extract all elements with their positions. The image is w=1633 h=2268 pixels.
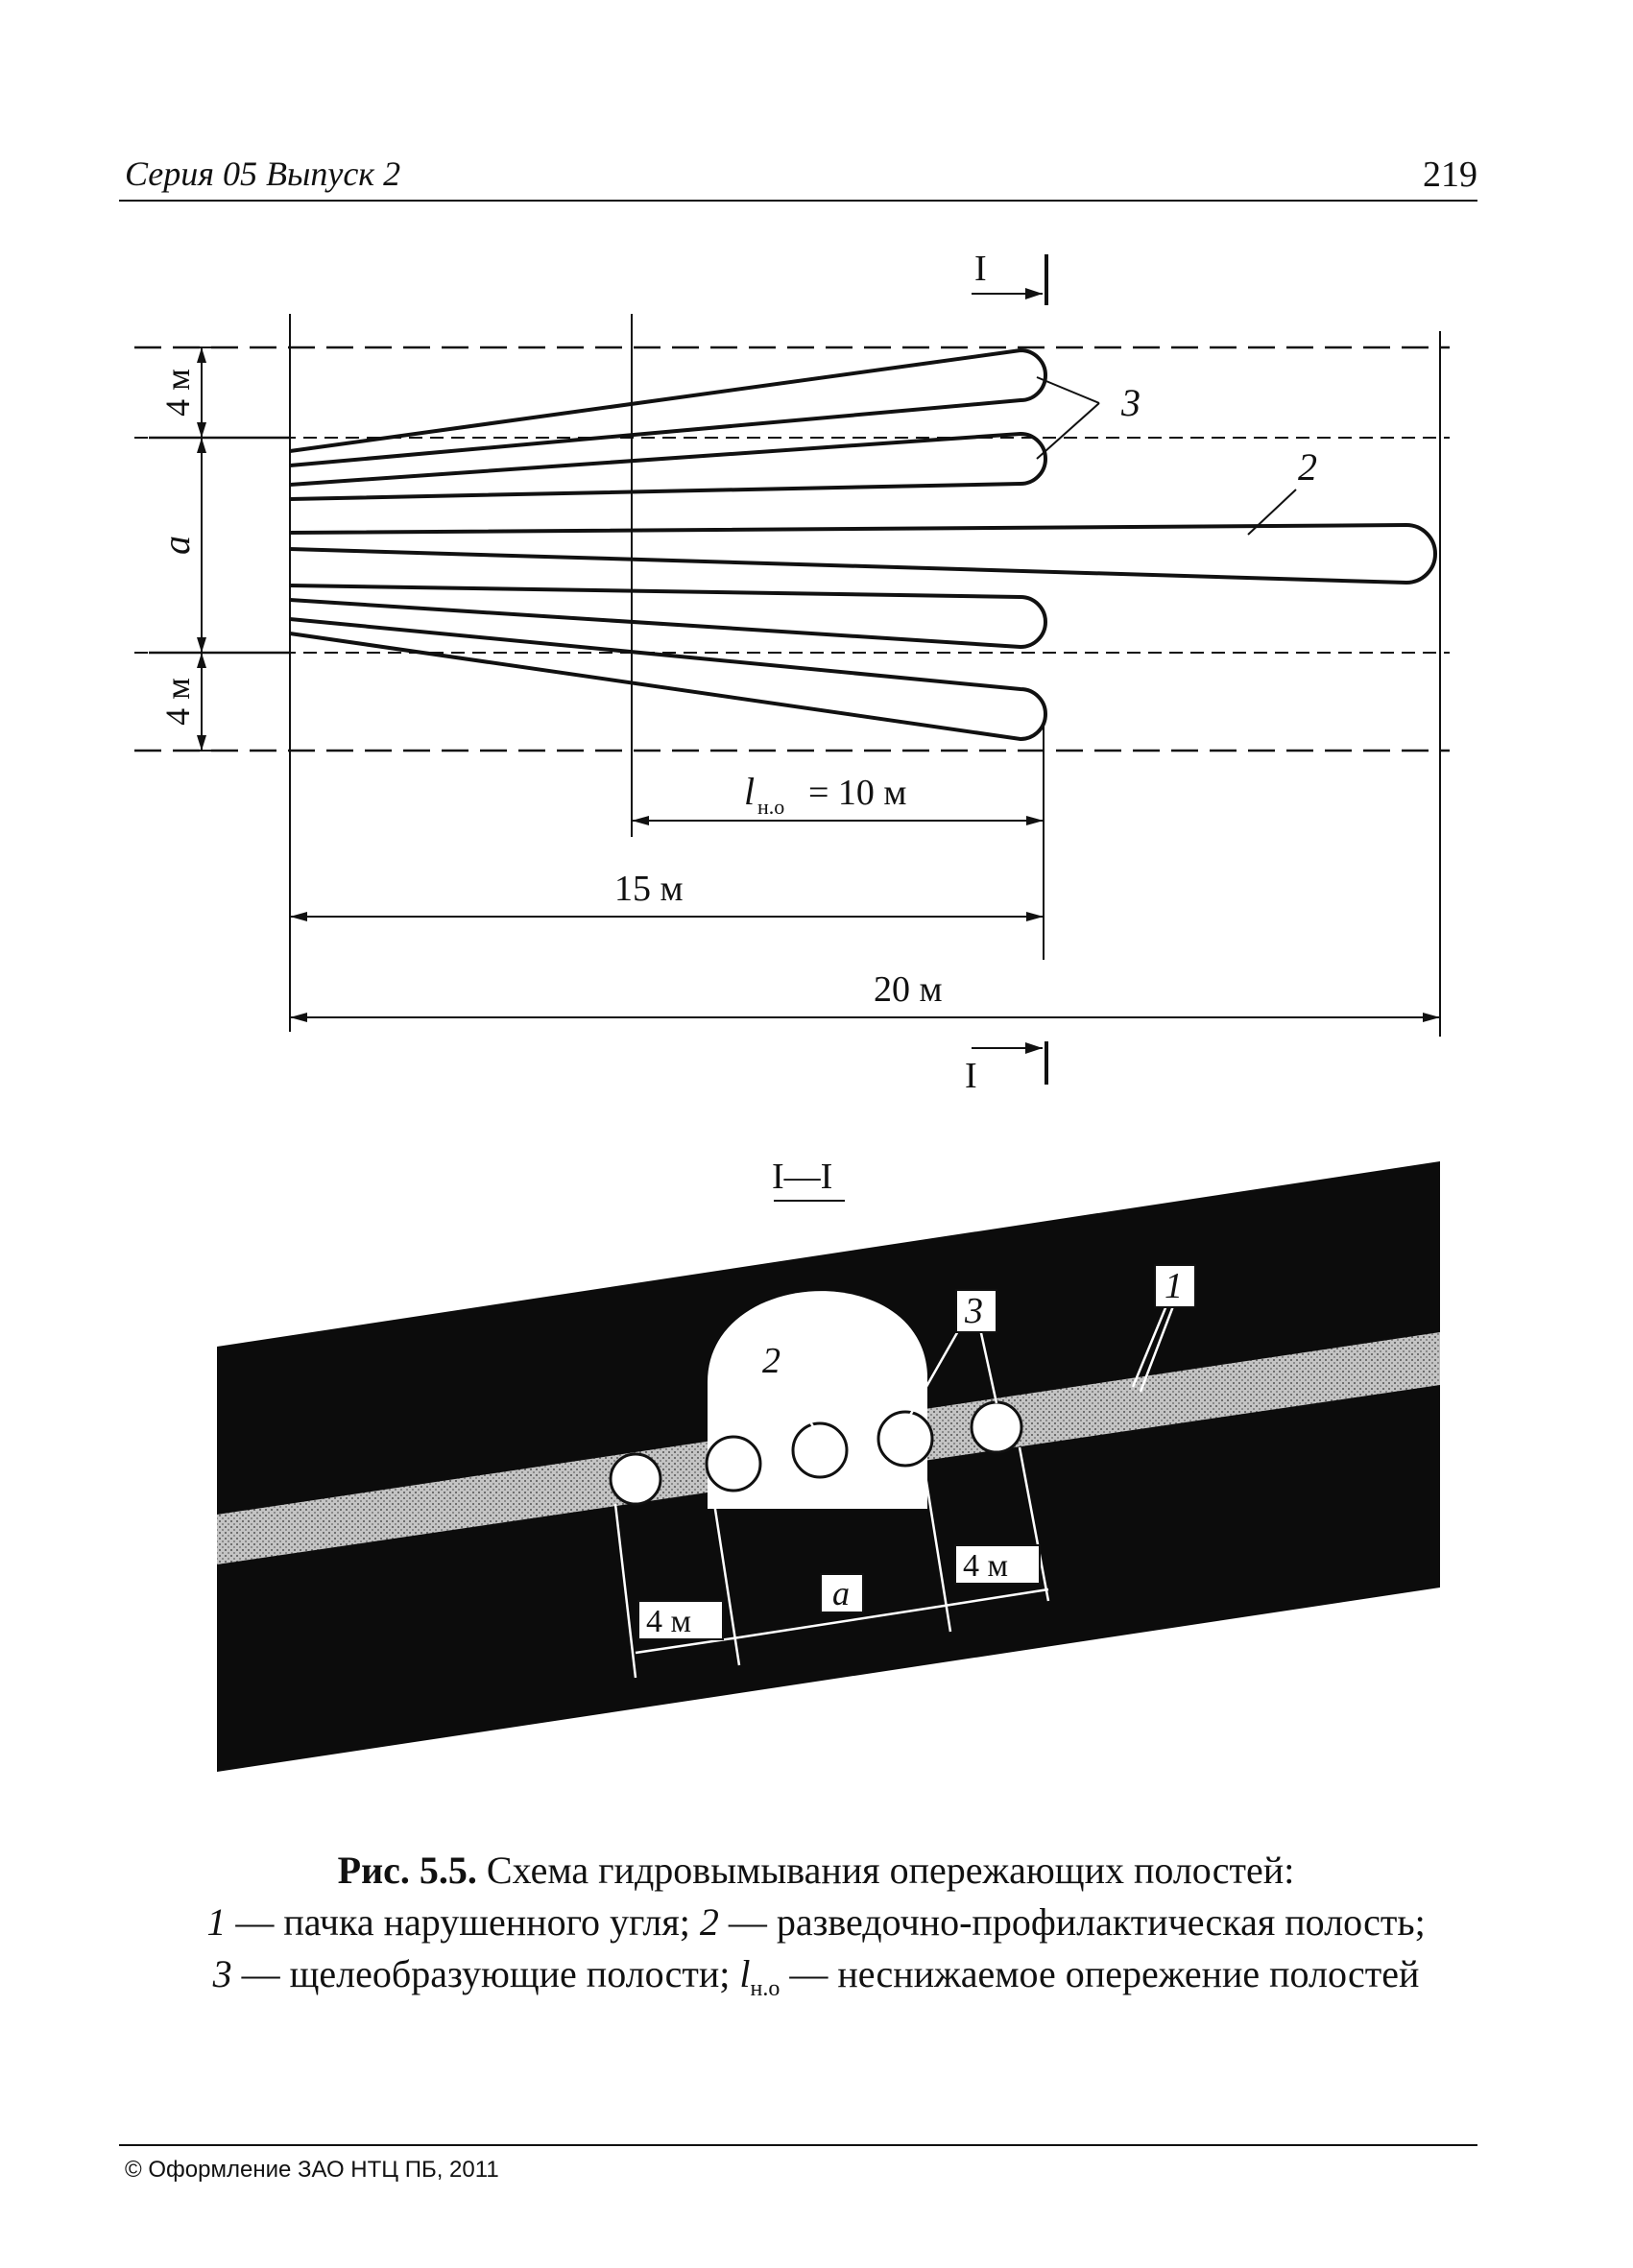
ext-line bbox=[710, 1490, 741, 1666]
arrow-head bbox=[197, 422, 206, 438]
section-view bbox=[217, 1161, 1440, 1772]
legend-1-number: 1 bbox=[206, 1900, 227, 1944]
callout-3-section: 3 bbox=[964, 1291, 983, 1331]
label-4m-bottom: 4 м bbox=[158, 678, 197, 726]
section-label-bottom: I bbox=[965, 1056, 977, 1096]
footer-rule bbox=[119, 2144, 1477, 2146]
caption-line-3: 3 — щелеобразующие полости; lн.о — несни… bbox=[58, 1948, 1574, 2015]
series-header: Серия 05 Выпуск 2 bbox=[125, 155, 401, 193]
label-a: a bbox=[155, 536, 198, 555]
cavity-circle bbox=[877, 1410, 934, 1468]
legend-1-text: — пачка нарушенного угля; bbox=[226, 1900, 700, 1944]
dim-line-4m-right bbox=[949, 1588, 1049, 1607]
section-title: I—I bbox=[772, 1157, 832, 1197]
section-label-top: I bbox=[974, 249, 987, 289]
label-4m-left-section: 4 м bbox=[646, 1604, 691, 1639]
slot-cavity-2 bbox=[289, 431, 1047, 501]
callout-3: 3 bbox=[1120, 381, 1141, 424]
heading-working bbox=[708, 1291, 927, 1509]
arrow-head bbox=[197, 438, 206, 453]
dim-20m-label: 20 м bbox=[874, 969, 943, 1010]
ext-line bbox=[922, 1463, 952, 1633]
cavity-circle bbox=[791, 1421, 849, 1479]
ext-line bbox=[1018, 1446, 1050, 1602]
header-rule bbox=[119, 200, 1477, 202]
cavity-circle bbox=[705, 1435, 762, 1492]
cavity-circle bbox=[609, 1452, 662, 1506]
legend-2-text: — разведочно-профилактическая полость; bbox=[718, 1900, 1426, 1944]
dim-lno-subscript: н.о bbox=[757, 795, 784, 819]
legend-lno-symbol: l bbox=[739, 1952, 751, 1995]
page-number: 219 bbox=[1423, 155, 1477, 195]
arrow-head bbox=[1025, 1042, 1043, 1054]
arrow-head bbox=[197, 347, 206, 363]
caption-title: Схема гидровымывания опережающих полосте… bbox=[476, 1849, 1295, 1892]
arrow-head bbox=[1423, 1013, 1440, 1022]
label-box-a bbox=[820, 1573, 864, 1613]
slot-cavity-1 bbox=[289, 347, 1047, 467]
leader-2-section bbox=[771, 1360, 816, 1429]
ext-line bbox=[613, 1503, 637, 1679]
legend-2-number: 2 bbox=[699, 1900, 719, 1944]
label-box-4m-left bbox=[637, 1600, 724, 1640]
arrow-head bbox=[1026, 816, 1044, 825]
callout-box-1 bbox=[1154, 1264, 1196, 1308]
dim-15m-label: 15 м bbox=[614, 869, 684, 909]
arrow-head bbox=[290, 912, 307, 921]
label-a-section: a bbox=[832, 1574, 850, 1612]
leader-3a bbox=[1036, 376, 1100, 404]
label-4m-top: 4 м bbox=[158, 369, 197, 417]
caption-line-1: Рис. 5.5. Схема гидровымывания опережающ… bbox=[58, 1845, 1574, 1897]
legend-lno-subscript: н.о bbox=[750, 1976, 780, 2001]
arrow-head bbox=[1025, 288, 1043, 299]
legend-3-text: — щелеобразующие полости; bbox=[231, 1952, 740, 1995]
dim-line-a bbox=[738, 1603, 951, 1639]
leader-1a bbox=[1131, 1298, 1171, 1388]
cavity-circle bbox=[970, 1400, 1023, 1454]
legend-lno-text: — неснижаемое опережение полостей bbox=[780, 1952, 1420, 1995]
dim-lno-symbol: l bbox=[744, 770, 755, 813]
dim-lno-value: = 10 м bbox=[808, 773, 906, 813]
arrow-head bbox=[632, 816, 649, 825]
label-box-4m-right bbox=[954, 1544, 1041, 1585]
slot-cavity-3 bbox=[289, 584, 1047, 650]
arrow-head bbox=[1026, 912, 1044, 921]
leader-2 bbox=[1247, 489, 1297, 536]
figure-number: Рис. 5.5. bbox=[337, 1849, 477, 1892]
slot-cavity-4 bbox=[289, 617, 1047, 742]
arrow-head bbox=[197, 637, 206, 653]
callout-1: 1 bbox=[1165, 1266, 1183, 1306]
arrow-head bbox=[197, 653, 206, 668]
callout-2: 2 bbox=[1298, 445, 1317, 489]
exploration-cavity bbox=[289, 522, 1437, 585]
callout-2-section: 2 bbox=[762, 1341, 780, 1381]
arrow-head bbox=[197, 735, 206, 751]
caption-line-2: 1 — пачка нарушенного угля; 2 — разведоч… bbox=[58, 1897, 1574, 1948]
plan-view bbox=[134, 254, 1450, 1085]
arrow-head bbox=[290, 1013, 307, 1022]
leader-1b bbox=[1139, 1298, 1178, 1393]
legend-3-number: 3 bbox=[212, 1952, 232, 1995]
leader-3b bbox=[1036, 402, 1100, 460]
footer-copyright: © Оформление ЗАО НТЦ ПБ, 2011 bbox=[125, 2157, 499, 2183]
label-4m-right-section: 4 м bbox=[963, 1548, 1008, 1584]
callout-box-3 bbox=[955, 1289, 997, 1333]
